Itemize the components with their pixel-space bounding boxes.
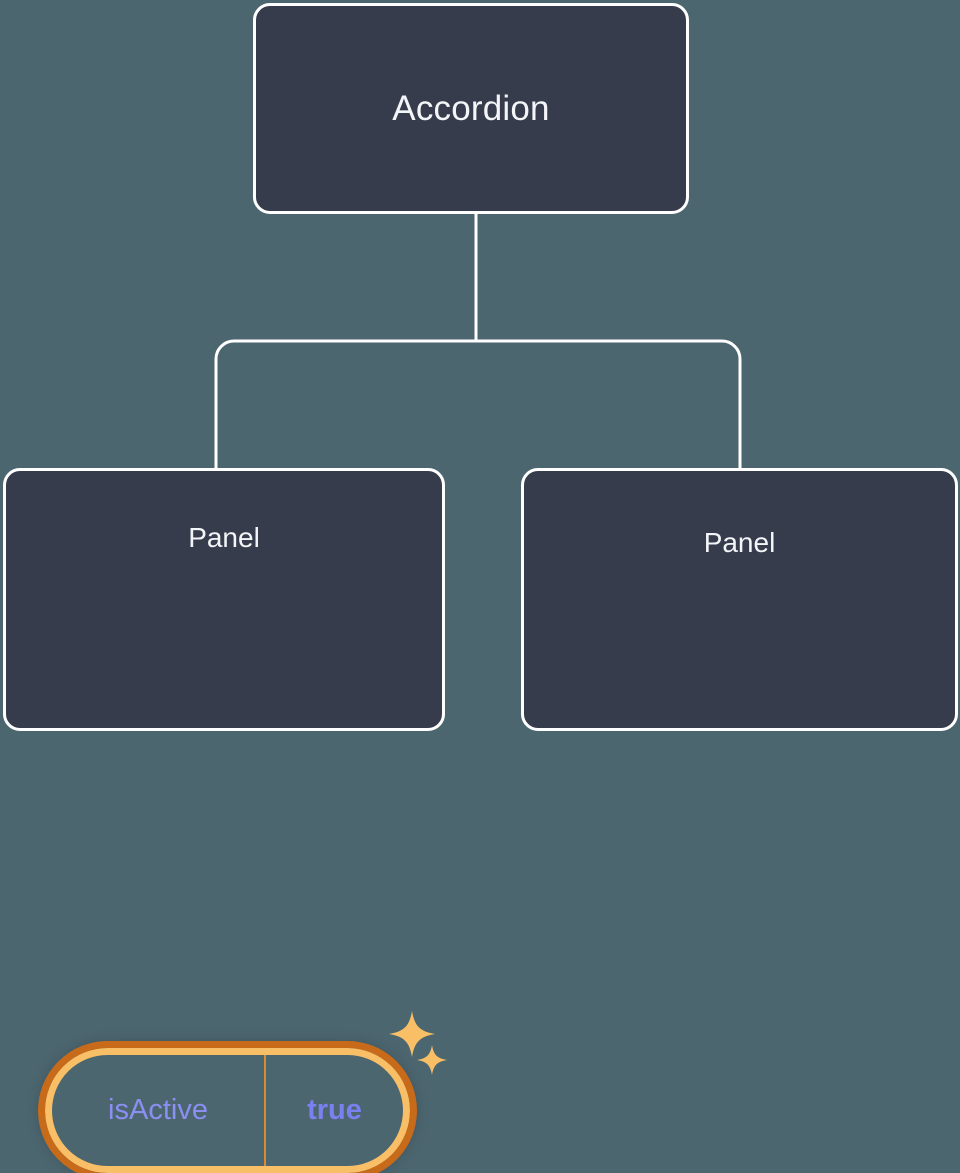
node-title-panel-inactive: Panel <box>703 527 776 558</box>
node-title-panel-active: Panel <box>188 522 260 553</box>
tree-node-accordion[interactable]: Accordion <box>253 3 689 214</box>
sparkle-icon-large <box>389 1011 435 1057</box>
prop-value-cell: true <box>266 1055 403 1166</box>
prop-key-label: isActive <box>108 1094 208 1126</box>
component-tree-diagram: Accordion Panel isActive true Panel isAc… <box>3 3 958 1173</box>
prop-pill-isactive-true[interactable]: isActive true <box>38 1041 417 1173</box>
tree-node-panel-active[interactable]: Panel isActive true <box>3 468 447 1173</box>
prop-key-cell: isActive <box>52 1055 264 1166</box>
tree-node-panel-inactive[interactable]: Panel isActive false <box>521 468 958 731</box>
sparkle-icon-small <box>417 1045 447 1075</box>
connector-branch-bar <box>214 339 742 468</box>
prop-value-label: true <box>307 1094 362 1126</box>
node-title-accordion: Accordion <box>392 89 550 128</box>
